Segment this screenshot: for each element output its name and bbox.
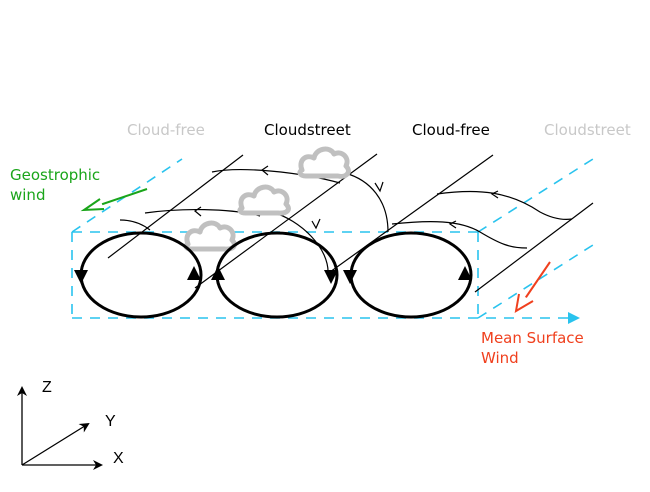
roll-circle bbox=[215, 231, 339, 319]
streamline-arrow bbox=[311, 218, 321, 230]
ridge-line bbox=[329, 154, 494, 273]
roll-arrow-up bbox=[187, 266, 201, 280]
y-axis-label: Y bbox=[105, 413, 116, 430]
geostrophic-wind-arrow bbox=[80, 188, 148, 212]
streamline bbox=[391, 221, 528, 249]
label-cloud-free-1: Cloud-free bbox=[127, 121, 205, 139]
label-cloudstreet-2: Cloudstreet bbox=[544, 121, 631, 139]
geostrophic-wind-label: Geostrophic bbox=[10, 166, 100, 184]
clouds bbox=[183, 146, 351, 252]
streamline-arrow bbox=[490, 190, 499, 199]
ridge-line bbox=[474, 202, 594, 293]
z-axis-label: Z bbox=[42, 379, 52, 396]
roll-arrow-down bbox=[324, 270, 338, 284]
roll-arrow-up bbox=[458, 266, 472, 280]
streamline bbox=[436, 190, 573, 221]
domain-box bbox=[71, 158, 594, 324]
convective-rolls bbox=[79, 231, 473, 319]
roll-arrow-down bbox=[343, 270, 357, 284]
x-axis-label: X bbox=[113, 450, 124, 467]
mean-surface-wind-label-2: Wind bbox=[481, 349, 519, 367]
geostrophic-wind-label-2: wind bbox=[10, 186, 45, 204]
ridge-line bbox=[107, 154, 244, 259]
upper-streamlines bbox=[119, 165, 573, 276]
mean-surface-wind-label: Mean Surface bbox=[481, 329, 584, 347]
axes-legend bbox=[17, 386, 103, 470]
streamline bbox=[119, 219, 151, 231]
roll-circle bbox=[79, 231, 203, 319]
streamline-arrow bbox=[448, 220, 457, 229]
cloud-icon bbox=[183, 220, 237, 252]
roll-arrow-down bbox=[74, 270, 88, 284]
label-cloudstreet-1: Cloudstreet bbox=[264, 121, 351, 139]
streamline-arrow bbox=[193, 206, 202, 217]
streamline bbox=[211, 169, 341, 184]
box-right-bottom-depth bbox=[477, 244, 594, 319]
roll-circle bbox=[349, 231, 473, 319]
y-axis bbox=[21, 422, 90, 466]
streamline bbox=[344, 172, 389, 233]
streamline bbox=[271, 211, 329, 276]
box-left-depth bbox=[71, 158, 183, 233]
cloud-icon bbox=[297, 146, 351, 179]
streamline-arrow bbox=[260, 165, 269, 176]
roll-arrow-up bbox=[211, 266, 225, 280]
cloud-icon bbox=[237, 184, 291, 216]
mean-surface-wind-arrow bbox=[514, 261, 551, 313]
roll-arrows bbox=[74, 266, 472, 284]
box-right-top-depth bbox=[477, 158, 594, 233]
streamline-arrow bbox=[374, 181, 384, 193]
label-cloud-free-2: Cloud-free bbox=[412, 121, 490, 139]
